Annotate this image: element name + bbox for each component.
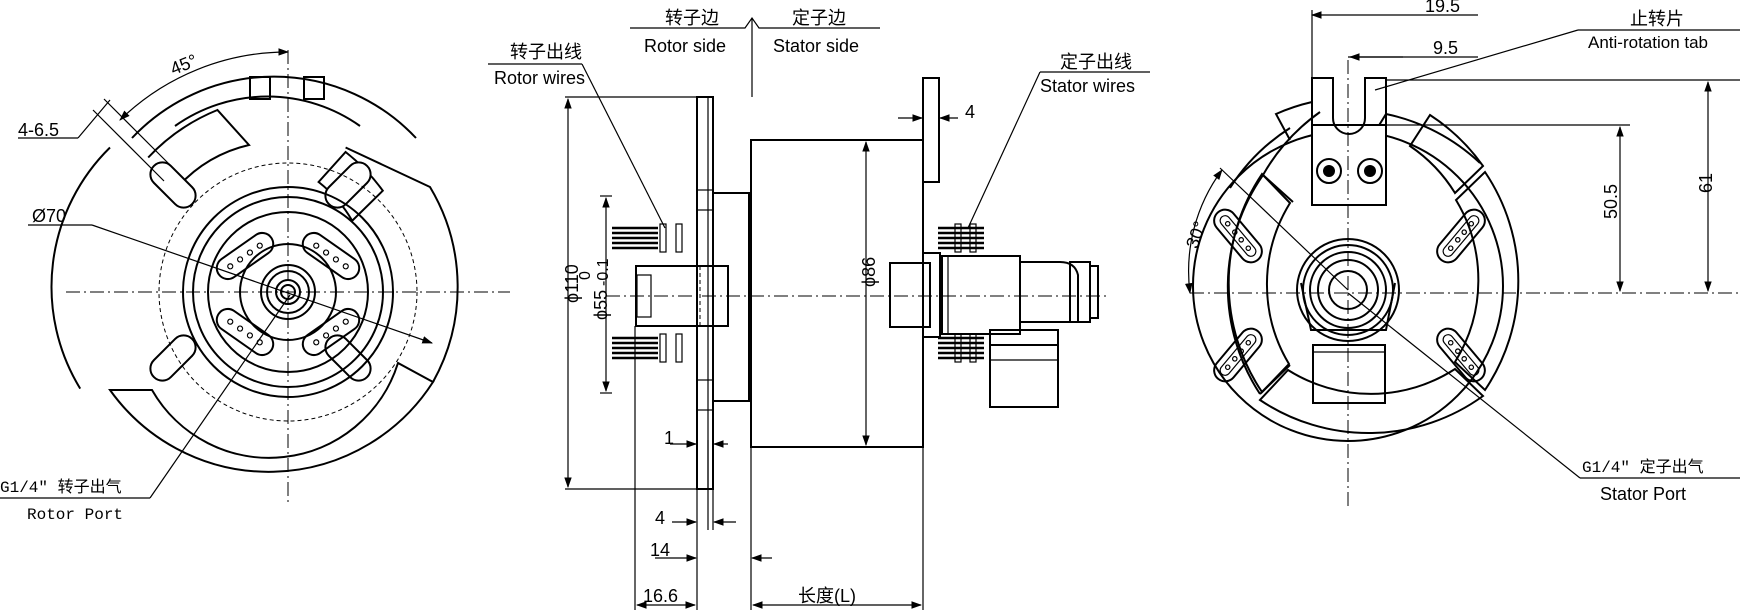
- rear-port-en: Stator Port: [1600, 484, 1686, 504]
- rear-port-cn: G1/4″ 定子出气: [1582, 458, 1704, 477]
- dim-body-diameter: ϕ86: [859, 257, 879, 287]
- stator-flange: [922, 77, 940, 183]
- front-diameter-label: Ø70: [32, 206, 66, 226]
- dim-16-6: 16.6: [643, 586, 678, 606]
- rotor-wires-cn: 转子出线: [510, 42, 582, 62]
- dim-14: 14: [650, 540, 670, 560]
- rotor-flange: [696, 96, 714, 490]
- stator-side-en: Stator side: [773, 36, 859, 56]
- tab-cn: 止转片: [1630, 9, 1684, 29]
- dim-19-5: 19.5: [1425, 0, 1460, 16]
- dim-61: 61: [1696, 173, 1716, 193]
- dim-50-5: 50.5: [1601, 184, 1621, 219]
- rear-view: 19.5 9.5 止转片 Anti-rotation tab 50.5 61 3…: [1182, 0, 1740, 510]
- dim-9-5: 9.5: [1433, 38, 1458, 58]
- anti-rotation-tab: [1311, 77, 1387, 206]
- rotor-side-cn: 转子边: [665, 8, 719, 28]
- dim-outer-diameter: ϕ110: [562, 264, 582, 303]
- stator-wires-en: Stator wires: [1040, 76, 1135, 96]
- dim-shaft-tol-lower: -0.1: [595, 258, 612, 286]
- stator-wire-bundles: [936, 223, 986, 363]
- stator-elbow-fitting: [941, 255, 1099, 408]
- dim-length: 长度(L): [798, 586, 856, 606]
- rear-connector-slots: [1208, 204, 1491, 387]
- front-angle-label: 45°: [167, 50, 200, 79]
- dim-4-bottom: 4: [655, 508, 665, 528]
- rotor-wire-bundles: [610, 223, 683, 363]
- stator-wires-cn: 定子出线: [1060, 52, 1132, 72]
- front-bolt-circle: [158, 162, 418, 422]
- dim-shaft-tol-upper: 0: [577, 271, 594, 280]
- side-view: 转子边 Rotor side 定子边 Stator side: [488, 8, 1150, 610]
- front-port-cn: G1/4″ 转子出气: [0, 478, 122, 497]
- dim-flange-thickness: 4: [965, 102, 975, 122]
- front-holes-label: 4-6.5: [18, 120, 59, 140]
- rotor-side-en: Rotor side: [644, 36, 726, 56]
- tab-en: Anti-rotation tab: [1588, 33, 1708, 52]
- front-view: 45° 4-6.5 Ø70 G1/4″ 转子出气 Rotor Port: [0, 48, 510, 524]
- stator-side-cn: 定子边: [792, 8, 846, 28]
- dim-1: 1: [664, 428, 674, 448]
- dim-shaft-diameter: ϕ55: [591, 290, 611, 320]
- slip-ring-body: [750, 139, 924, 448]
- front-port-en: Rotor Port: [27, 506, 123, 524]
- rotor-wires-en: Rotor wires: [494, 68, 585, 88]
